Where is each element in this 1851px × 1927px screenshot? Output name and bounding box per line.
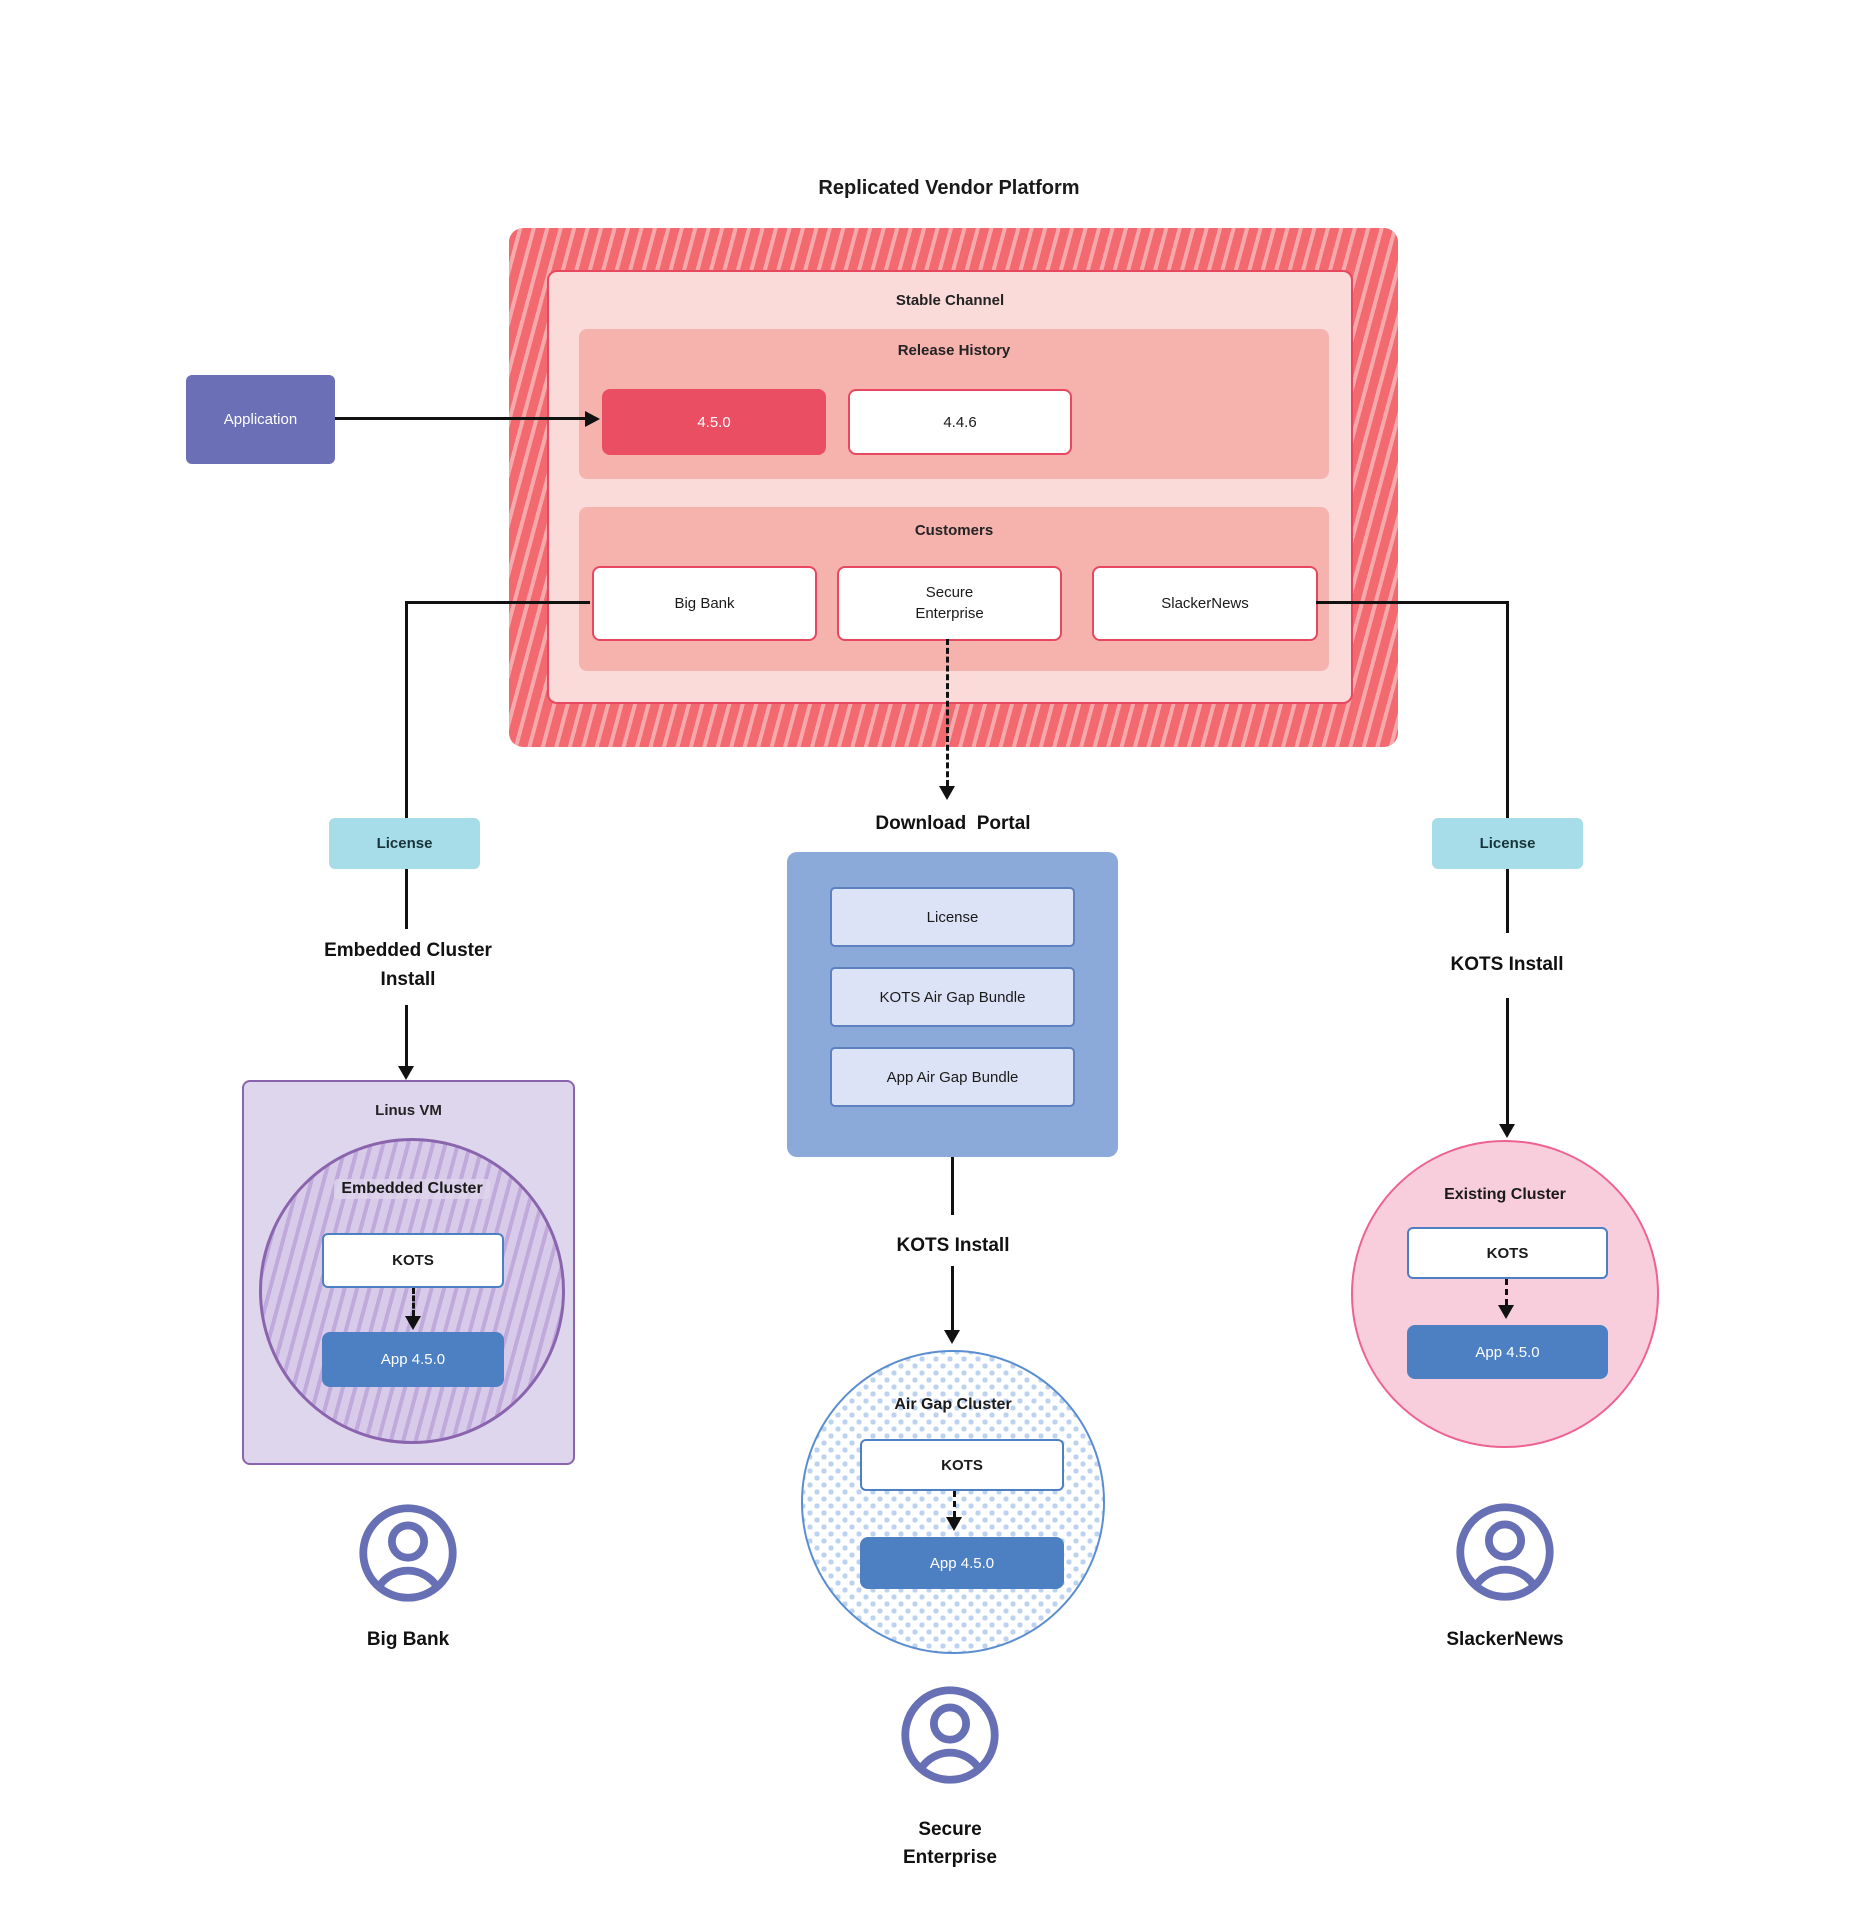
big-bank-user-icon — [359, 1504, 457, 1602]
kots-box-embedded: KOTS — [322, 1233, 504, 1288]
diagram-title: Replicated Vendor Platform — [818, 177, 1080, 199]
customers-label: Customers — [914, 522, 994, 539]
portal-item-app-bundle: App Air Gap Bundle — [830, 1047, 1075, 1107]
connector-portal-down — [951, 1157, 954, 1215]
dashed-arrow-airgap-line — [953, 1491, 956, 1517]
embedded-cluster-label: Embedded Cluster — [262, 1179, 562, 1199]
license-badge-left: License — [329, 818, 480, 869]
app-box-airgap: App 4.5.0 — [860, 1537, 1064, 1589]
arrow-center-install-head-icon — [944, 1330, 960, 1344]
user-label-secure-enterprise: Secure Enterprise — [903, 1819, 997, 1868]
user-label-big-bank: Big Bank — [366, 1629, 450, 1650]
customer-box-slackernews: SlackerNews — [1092, 566, 1318, 641]
download-portal-label: Download Portal — [875, 813, 1031, 834]
dashed-arrow-airgap-head-icon — [946, 1517, 962, 1531]
arrow-right-install-line — [1506, 998, 1509, 1124]
dashed-arrow-secure-head-icon — [939, 786, 955, 800]
dashed-arrow-existing-line — [1505, 1279, 1508, 1305]
release-history-label: Release History — [897, 342, 1011, 359]
customer-box-big-bank: Big Bank — [592, 566, 817, 641]
vendor-platform-box: Stable Channel Release History 4.5.0 4.4… — [509, 228, 1398, 747]
stable-channel-box: Stable Channel Release History 4.5.0 4.4… — [547, 270, 1353, 704]
arrow-left-install-line — [405, 1005, 408, 1067]
connector-left-license-down — [405, 869, 408, 929]
app-box-embedded: App 4.5.0 — [322, 1332, 504, 1387]
portal-item-license: License — [830, 887, 1075, 947]
arrow-application-line — [335, 417, 585, 420]
portal-item-kots-bundle: KOTS Air Gap Bundle — [830, 967, 1075, 1027]
arrow-left-install-head-icon — [398, 1066, 414, 1080]
dashed-arrow-embedded-head-icon — [405, 1316, 421, 1330]
kots-install-label-right: KOTS Install — [1450, 954, 1564, 975]
app-box-existing: App 4.5.0 — [1407, 1325, 1608, 1379]
embedded-cluster-label-text: Embedded Cluster — [334, 1179, 490, 1199]
embedded-cluster-circle: Embedded Cluster KOTS App 4.5.0 — [259, 1138, 565, 1444]
user-label-slackernews: SlackerNews — [1446, 1629, 1564, 1650]
air-gap-cluster-label: Air Gap Cluster — [894, 1396, 1012, 1413]
linus-vm-box: Linus VM Embedded Cluster KOTS App 4.5.0 — [242, 1080, 575, 1465]
release-history-band: Release History 4.5.0 4.4.6 — [579, 329, 1329, 479]
customers-band: Customers Big Bank Secure Enterprise Sla… — [579, 507, 1329, 671]
stable-channel-label: Stable Channel — [895, 292, 1005, 309]
kots-box-existing: KOTS — [1407, 1227, 1608, 1279]
dashed-arrow-existing-head-icon — [1498, 1305, 1514, 1319]
application-box: Application — [186, 375, 335, 464]
connector-bigbank-vertical — [405, 601, 408, 818]
arrow-center-install-line — [951, 1266, 954, 1330]
kots-install-label-center: KOTS Install — [896, 1235, 1010, 1256]
dashed-arrow-embedded-line — [412, 1288, 415, 1316]
release-box-4-4-6: 4.4.6 — [848, 389, 1072, 455]
kots-box-airgap: KOTS — [860, 1439, 1064, 1491]
embedded-cluster-install-label: Embedded Cluster Install — [324, 940, 492, 990]
slackernews-user-icon — [1456, 1503, 1554, 1601]
existing-cluster-label: Existing Cluster — [1444, 1186, 1566, 1203]
connector-slackernews-vertical — [1506, 601, 1509, 818]
connector-slackernews-horizontal — [1316, 601, 1509, 604]
release-box-4-5-0: 4.5.0 — [602, 389, 826, 455]
customer-box-secure-enterprise: Secure Enterprise — [837, 566, 1062, 641]
connector-bigbank-horizontal — [407, 601, 590, 604]
arrow-application-head-icon — [585, 411, 600, 427]
secure-enterprise-user-icon — [901, 1686, 999, 1784]
air-gap-cluster-circle: Air Gap Cluster KOTS App 4.5.0 — [801, 1350, 1105, 1654]
linus-vm-label: Linus VM — [375, 1102, 442, 1119]
dashed-arrow-secure-line — [946, 639, 949, 786]
existing-cluster-circle: Existing Cluster KOTS App 4.5.0 — [1351, 1140, 1659, 1448]
license-badge-right: License — [1432, 818, 1583, 869]
arrow-right-install-head-icon — [1499, 1124, 1515, 1138]
download-portal-box: License KOTS Air Gap Bundle App Air Gap … — [787, 852, 1118, 1157]
connector-right-license-down — [1506, 869, 1509, 933]
